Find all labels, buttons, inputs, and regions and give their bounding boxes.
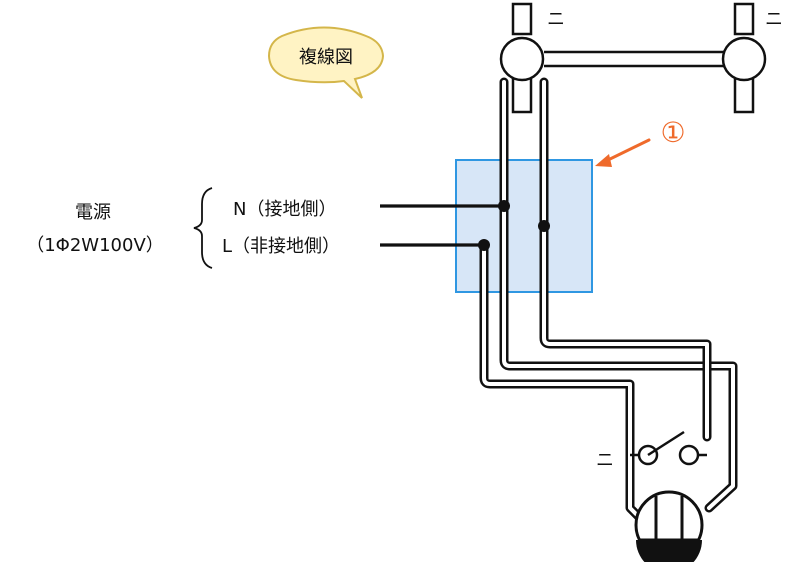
line-wire-inner <box>482 243 652 530</box>
junction-box <box>455 159 593 293</box>
right-receptacle-outlet-icon <box>721 36 767 82</box>
switch: ニ <box>596 430 707 471</box>
right-receptacle-upper-bar <box>733 2 755 36</box>
switch-lever <box>647 430 685 457</box>
left-receptacle-outlet-icon <box>499 36 545 82</box>
switch-return-wire-inner <box>542 80 709 439</box>
right-receptacle: ニ <box>721 2 783 114</box>
marker-arrow-head <box>595 154 612 167</box>
lamp-lower-fill <box>636 540 702 562</box>
neutral-wire-inner <box>502 80 735 510</box>
line-junction-dot <box>478 239 490 251</box>
junction-marker: ① <box>595 116 686 167</box>
neutral-junction-dot <box>498 200 510 212</box>
bubble-label: 複線図 <box>299 47 353 68</box>
right-receptacle-mark: ニ <box>765 9 783 30</box>
marker-arrow-line <box>606 138 651 162</box>
neutral-label: N（接地側） <box>233 199 336 220</box>
switch-return-junction-dot <box>538 220 550 232</box>
left-receptacle-lower-bar <box>511 74 533 114</box>
switch-mark: ニ <box>596 450 614 471</box>
diagram-type-bubble: 複線図 <box>267 26 385 99</box>
switch-right-contact-icon <box>678 444 700 466</box>
power-source: 電源 （1Φ2W100V） N（接地側） L（非接地側） <box>26 187 340 269</box>
power-source-brace <box>193 187 213 269</box>
left-receptacle-mark: ニ <box>547 9 565 30</box>
power-source-title: 電源 <box>75 202 111 223</box>
speech-bubble-shape <box>267 26 385 99</box>
right-receptacle-lower-bar <box>733 74 755 114</box>
lamp <box>634 490 704 562</box>
left-receptacle-upper-bar <box>511 2 533 36</box>
line-label: L（非接地側） <box>222 236 340 257</box>
power-source-spec: （1Φ2W100V） <box>26 235 164 256</box>
left-receptacle: ニ <box>499 2 565 114</box>
neutral-wire-outline <box>499 77 738 513</box>
circuit-wires <box>479 50 738 533</box>
marker-label: ① <box>660 116 685 149</box>
